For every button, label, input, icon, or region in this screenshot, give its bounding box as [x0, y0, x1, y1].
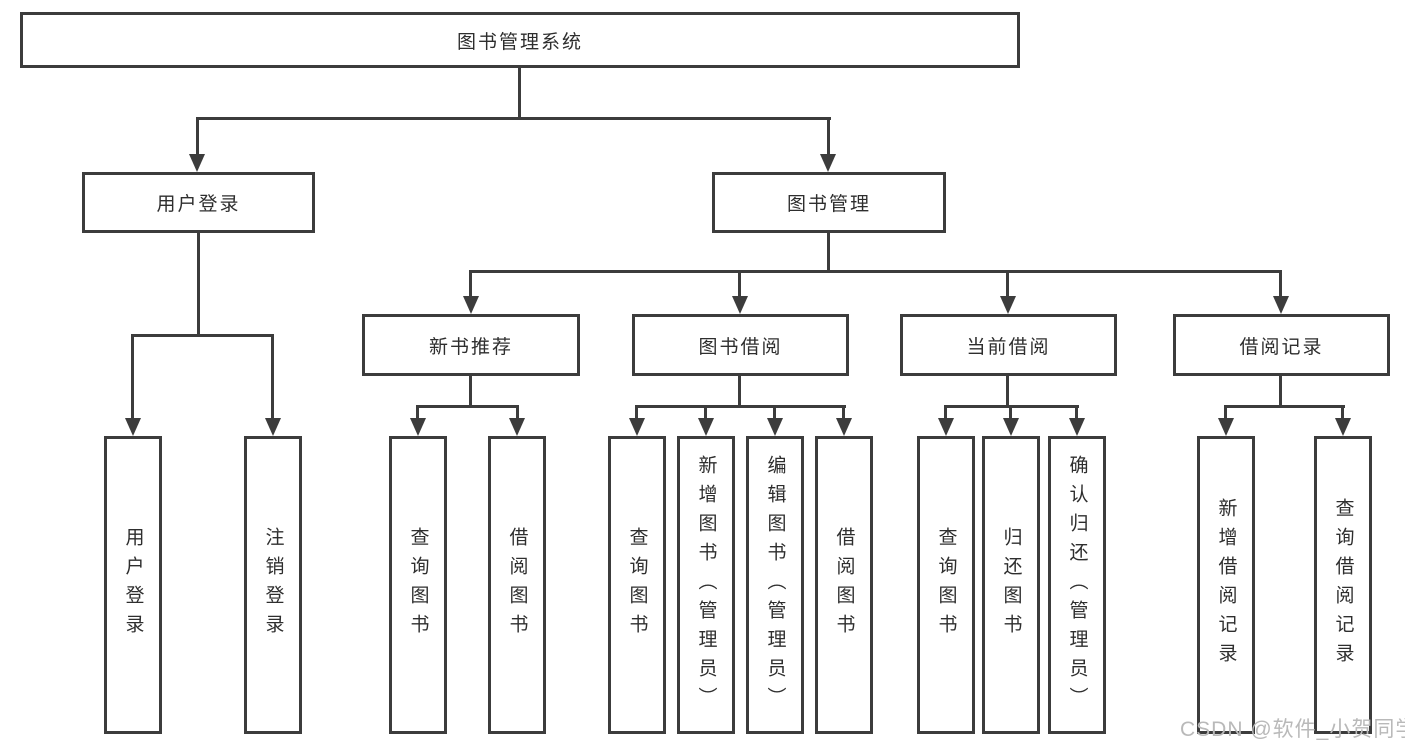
connector-line — [131, 334, 274, 337]
connector-line — [416, 405, 419, 421]
leaf-label: 新增借阅记录 — [1215, 498, 1237, 672]
connector-line — [1279, 270, 1282, 298]
connector-line — [704, 405, 707, 421]
arrowhead-down-icon — [1218, 418, 1234, 436]
connector-line — [738, 270, 741, 298]
connector-line — [469, 270, 1282, 273]
leaf-label: 用户登录 — [122, 527, 144, 643]
connector-line — [1006, 376, 1009, 408]
node-edit-book-admin: 编辑图书（管理员） — [746, 436, 804, 734]
node-borrow-books-recommend: 借阅图书 — [488, 436, 546, 734]
leaf-label: 编辑图书（管理员） — [764, 454, 786, 716]
node-borrow-books-leaf: 借阅图书 — [815, 436, 873, 734]
connector-line — [469, 376, 472, 408]
leaf-label: 借阅图书 — [833, 527, 855, 643]
node-logout: 注销登录 — [244, 436, 302, 734]
connector-line — [944, 405, 947, 421]
node-user-login: 用户登录 — [82, 172, 315, 233]
leaf-label: 注销登录 — [262, 527, 284, 643]
watermark: CSDN @软件_小贺同学 — [1180, 718, 1405, 741]
connector-line — [518, 68, 521, 119]
arrowhead-down-icon — [1000, 296, 1016, 314]
arrowhead-down-icon — [463, 296, 479, 314]
connector-line — [827, 117, 830, 156]
arrowhead-down-icon — [629, 418, 645, 436]
arrowhead-down-icon — [509, 418, 525, 436]
node-borrow-records: 借阅记录 — [1173, 314, 1390, 376]
connector-line — [516, 405, 519, 421]
node-confirm-return-admin: 确认归还（管理员） — [1048, 436, 1106, 734]
leaf-label: 查询图书 — [407, 527, 429, 643]
node-query-borrow-record: 查询借阅记录 — [1314, 436, 1372, 734]
connector-line — [842, 405, 845, 421]
connector-line — [196, 117, 831, 120]
node-root: 图书管理系统 — [20, 12, 1020, 68]
connector-line — [131, 334, 134, 420]
node-add-borrow-record: 新增借阅记录 — [1197, 436, 1255, 734]
connector-line — [1009, 405, 1012, 421]
connector-line — [271, 334, 274, 420]
arrowhead-down-icon — [189, 154, 205, 172]
connector-line — [635, 405, 638, 421]
node-query-books-recommend: 查询图书 — [389, 436, 447, 734]
node-book-management: 图书管理 — [712, 172, 946, 233]
node-new-book-recommend: 新书推荐 — [362, 314, 580, 376]
leaf-label: 新增图书（管理员） — [695, 454, 717, 716]
arrowhead-down-icon — [836, 418, 852, 436]
arrowhead-down-icon — [767, 418, 783, 436]
node-query-books-current: 查询图书 — [917, 436, 975, 734]
arrowhead-down-icon — [410, 418, 426, 436]
arrowhead-down-icon — [732, 296, 748, 314]
leaf-label: 查询借阅记录 — [1332, 498, 1354, 672]
node-return-books: 归还图书 — [982, 436, 1040, 734]
arrowhead-down-icon — [125, 418, 141, 436]
leaf-label: 归还图书 — [1000, 527, 1022, 643]
arrowhead-down-icon — [1273, 296, 1289, 314]
connector-line — [197, 233, 200, 337]
connector-line — [1075, 405, 1078, 421]
arrowhead-down-icon — [265, 418, 281, 436]
connector-line — [1224, 405, 1345, 408]
node-user-login-leaf: 用户登录 — [104, 436, 162, 734]
connector-line — [1279, 376, 1282, 408]
leaf-label: 借阅图书 — [506, 527, 528, 643]
connector-line — [1224, 405, 1227, 421]
arrowhead-down-icon — [938, 418, 954, 436]
connector-line — [827, 233, 830, 273]
leaf-label: 确认归还（管理员） — [1066, 454, 1088, 716]
connector-line — [738, 376, 741, 408]
leaf-label: 查询图书 — [935, 527, 957, 643]
connector-line — [1341, 405, 1344, 421]
arrowhead-down-icon — [698, 418, 714, 436]
arrowhead-down-icon — [1069, 418, 1085, 436]
arrowhead-down-icon — [1335, 418, 1351, 436]
connector-line — [469, 270, 472, 298]
connector-line — [416, 405, 519, 408]
node-query-books-borrow: 查询图书 — [608, 436, 666, 734]
connector-line — [196, 117, 199, 156]
arrowhead-down-icon — [1003, 418, 1019, 436]
connector-line — [1006, 270, 1009, 298]
connector-line — [773, 405, 776, 421]
node-current-borrow: 当前借阅 — [900, 314, 1117, 376]
node-add-book-admin: 新增图书（管理员） — [677, 436, 735, 734]
node-book-borrow: 图书借阅 — [632, 314, 849, 376]
leaf-label: 查询图书 — [626, 527, 648, 643]
connector-line — [635, 405, 846, 408]
arrowhead-down-icon — [820, 154, 836, 172]
